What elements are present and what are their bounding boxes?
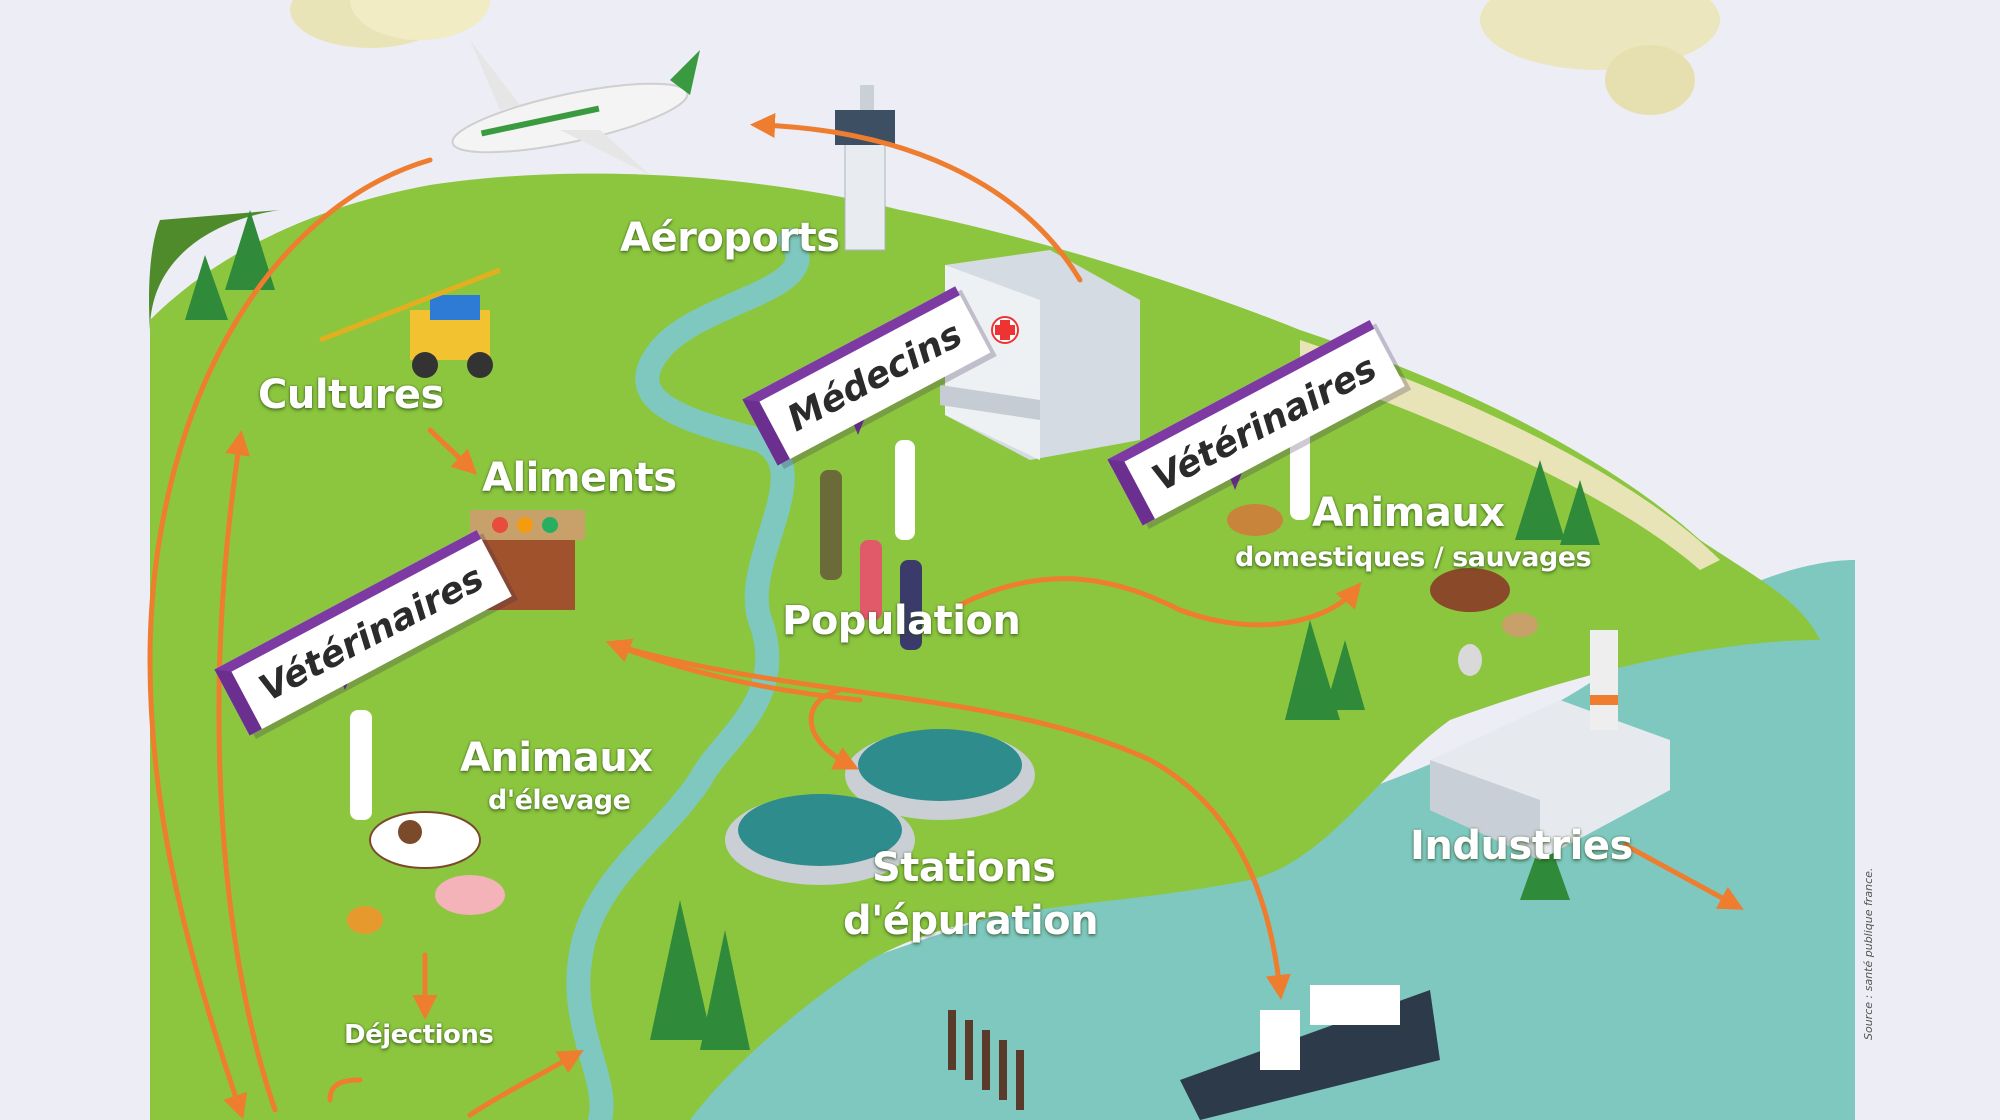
label-aeroports: Aéroports (620, 215, 840, 261)
water-treatment-tanks (725, 729, 1035, 885)
label-population: Population (782, 598, 1021, 644)
pier-posts (948, 1010, 1024, 1110)
wild-animals (1227, 504, 1538, 676)
arrow-population-animals (957, 576, 1362, 628)
label-epuration: d'épuration (843, 898, 1099, 944)
arrow-bottom-river (467, 1050, 584, 1118)
island-grass (150, 173, 1820, 1120)
label-cultures: Cultures (258, 372, 444, 418)
label-animaux-domestiques: Animaux (1312, 490, 1505, 536)
tractor (319, 267, 501, 378)
people (350, 430, 1310, 820)
arrow-cultures-aliments (427, 427, 478, 475)
arrow-stations-aliments (605, 638, 863, 703)
cargo-ship (1180, 985, 1440, 1120)
arrow-industries-sea (1622, 842, 1744, 910)
label-animaux-domestiques-sub: domestiques / sauvages (1235, 542, 1592, 573)
cloud-left (290, 0, 490, 48)
label-animaux-elevage: Animaux (460, 735, 653, 781)
arrow-airport-loop (147, 157, 433, 1120)
shore (1300, 340, 1720, 570)
trees (185, 210, 1600, 1050)
airplane (451, 40, 700, 175)
farm-animals (347, 811, 505, 934)
river (566, 228, 810, 1120)
source-credit: Source : santé publique france. (1862, 867, 1875, 1040)
label-stations: Stations (872, 845, 1056, 891)
factory (1430, 630, 1670, 860)
cloud-right (1480, 0, 1720, 115)
flow-arrows (147, 113, 1744, 1120)
label-industries: Industries (1410, 823, 1633, 869)
label-animaux-elevage-sub: d'élevage (488, 785, 631, 816)
label-dejections: Déjections (344, 1020, 494, 1050)
label-aliments: Aliments (482, 455, 677, 501)
arrow-tower-plane (750, 113, 1083, 283)
arrow-dejections-river (327, 1077, 363, 1103)
control-tower (835, 85, 895, 251)
arrow-loop-cultures (216, 430, 278, 1113)
arrow-aliments-sea (612, 642, 1291, 1000)
hospital-building (940, 250, 1140, 460)
river-sea (560, 560, 1855, 1120)
